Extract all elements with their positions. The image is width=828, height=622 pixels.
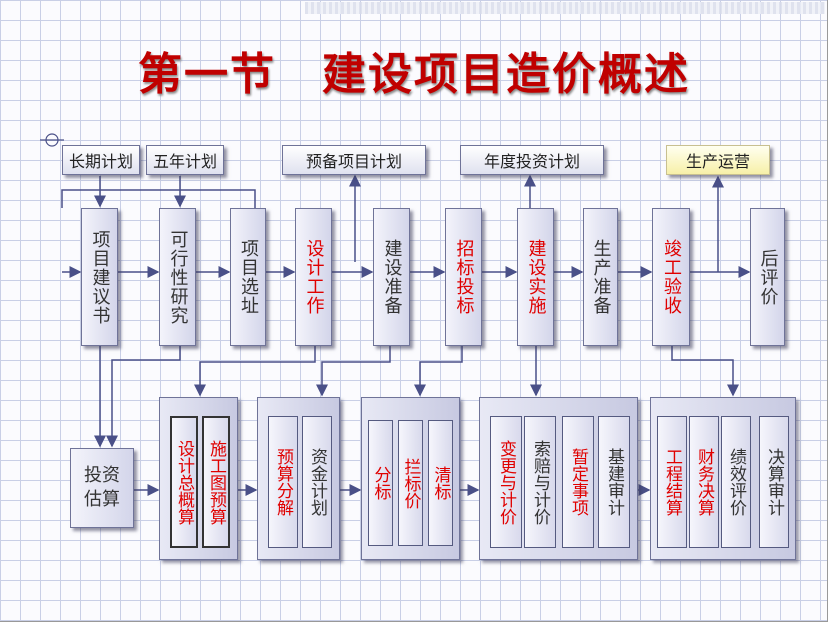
bid-clarification: 清标: [428, 420, 453, 546]
plan-production-operation: 生产运营: [666, 145, 770, 175]
stage-implementation: 建设实施: [517, 208, 554, 346]
stage-site-selection: 项目选址: [230, 208, 266, 346]
estimate-box: 投资估算: [70, 448, 134, 528]
stage-construction-prep: 建设准备: [373, 208, 410, 346]
group-bid: 分标 拦标价 清标: [361, 397, 460, 560]
funding-plan: 资金计划: [302, 416, 332, 548]
group-design-budget: 设计总概算 施工图预算: [159, 397, 238, 560]
bid-ceiling-price: 拦标价: [398, 420, 423, 546]
financial-final-accounts: 财务决算: [689, 416, 719, 548]
top-bracket-line: [61, 189, 256, 208]
project-settlement: 工程结算: [657, 416, 687, 548]
budget-decomposition: 预算分解: [268, 416, 298, 548]
arrow-bidding-to-bid: [414, 346, 463, 397]
stage-acceptance: 竣工验收: [652, 208, 690, 346]
change-and-pricing: 变更与计价: [490, 416, 522, 548]
group-execution: 变更与计价 索赔与计价 暂定事项 基建审计: [479, 397, 638, 560]
bid-sectioning: 分标: [368, 420, 393, 546]
capital-construction-audit: 基建审计: [598, 416, 630, 548]
design-general-estimate: 设计总概算: [170, 416, 198, 548]
performance-evaluation: 绩效评价: [721, 416, 751, 548]
final-accounts-audit: 决算审计: [759, 416, 789, 548]
arrow-design-to-budget: [194, 346, 316, 397]
estimate-label: 投资估算: [84, 465, 120, 510]
plan-reserve-project: 预备项目计划: [282, 145, 426, 175]
slide-title: 第一节 建设项目造价概述: [138, 49, 690, 100]
arrow-prep-to-plan: [316, 346, 391, 397]
stage-feasibility: 可行性研究: [159, 208, 196, 346]
top-decoration-bar: [305, 2, 825, 14]
plan-five-year: 五年计划: [146, 145, 224, 175]
group-settlement: 工程结算 财务决算 绩效评价 决算审计: [650, 397, 796, 560]
stage-post-evaluation: 后评价: [750, 208, 785, 346]
stage-proposal: 项目建议书: [81, 208, 118, 346]
arrow-acceptance-to-settlement: [671, 346, 739, 397]
provisional-items: 暂定事项: [562, 416, 594, 548]
stage-design: 设计工作: [295, 208, 332, 346]
construction-drawing-budget: 施工图预算: [202, 416, 230, 548]
group-budget-plan: 预算分解 资金计划: [257, 397, 340, 560]
stage-production-prep: 生产准备: [583, 208, 618, 346]
stage-bidding: 招标投标: [445, 208, 482, 346]
plan-annual-investment: 年度投资计划: [460, 145, 604, 175]
plan-long-term: 长期计划: [62, 145, 140, 175]
arrow-feasibility-estimate: [106, 346, 181, 448]
claim-and-pricing: 索赔与计价: [524, 416, 556, 548]
